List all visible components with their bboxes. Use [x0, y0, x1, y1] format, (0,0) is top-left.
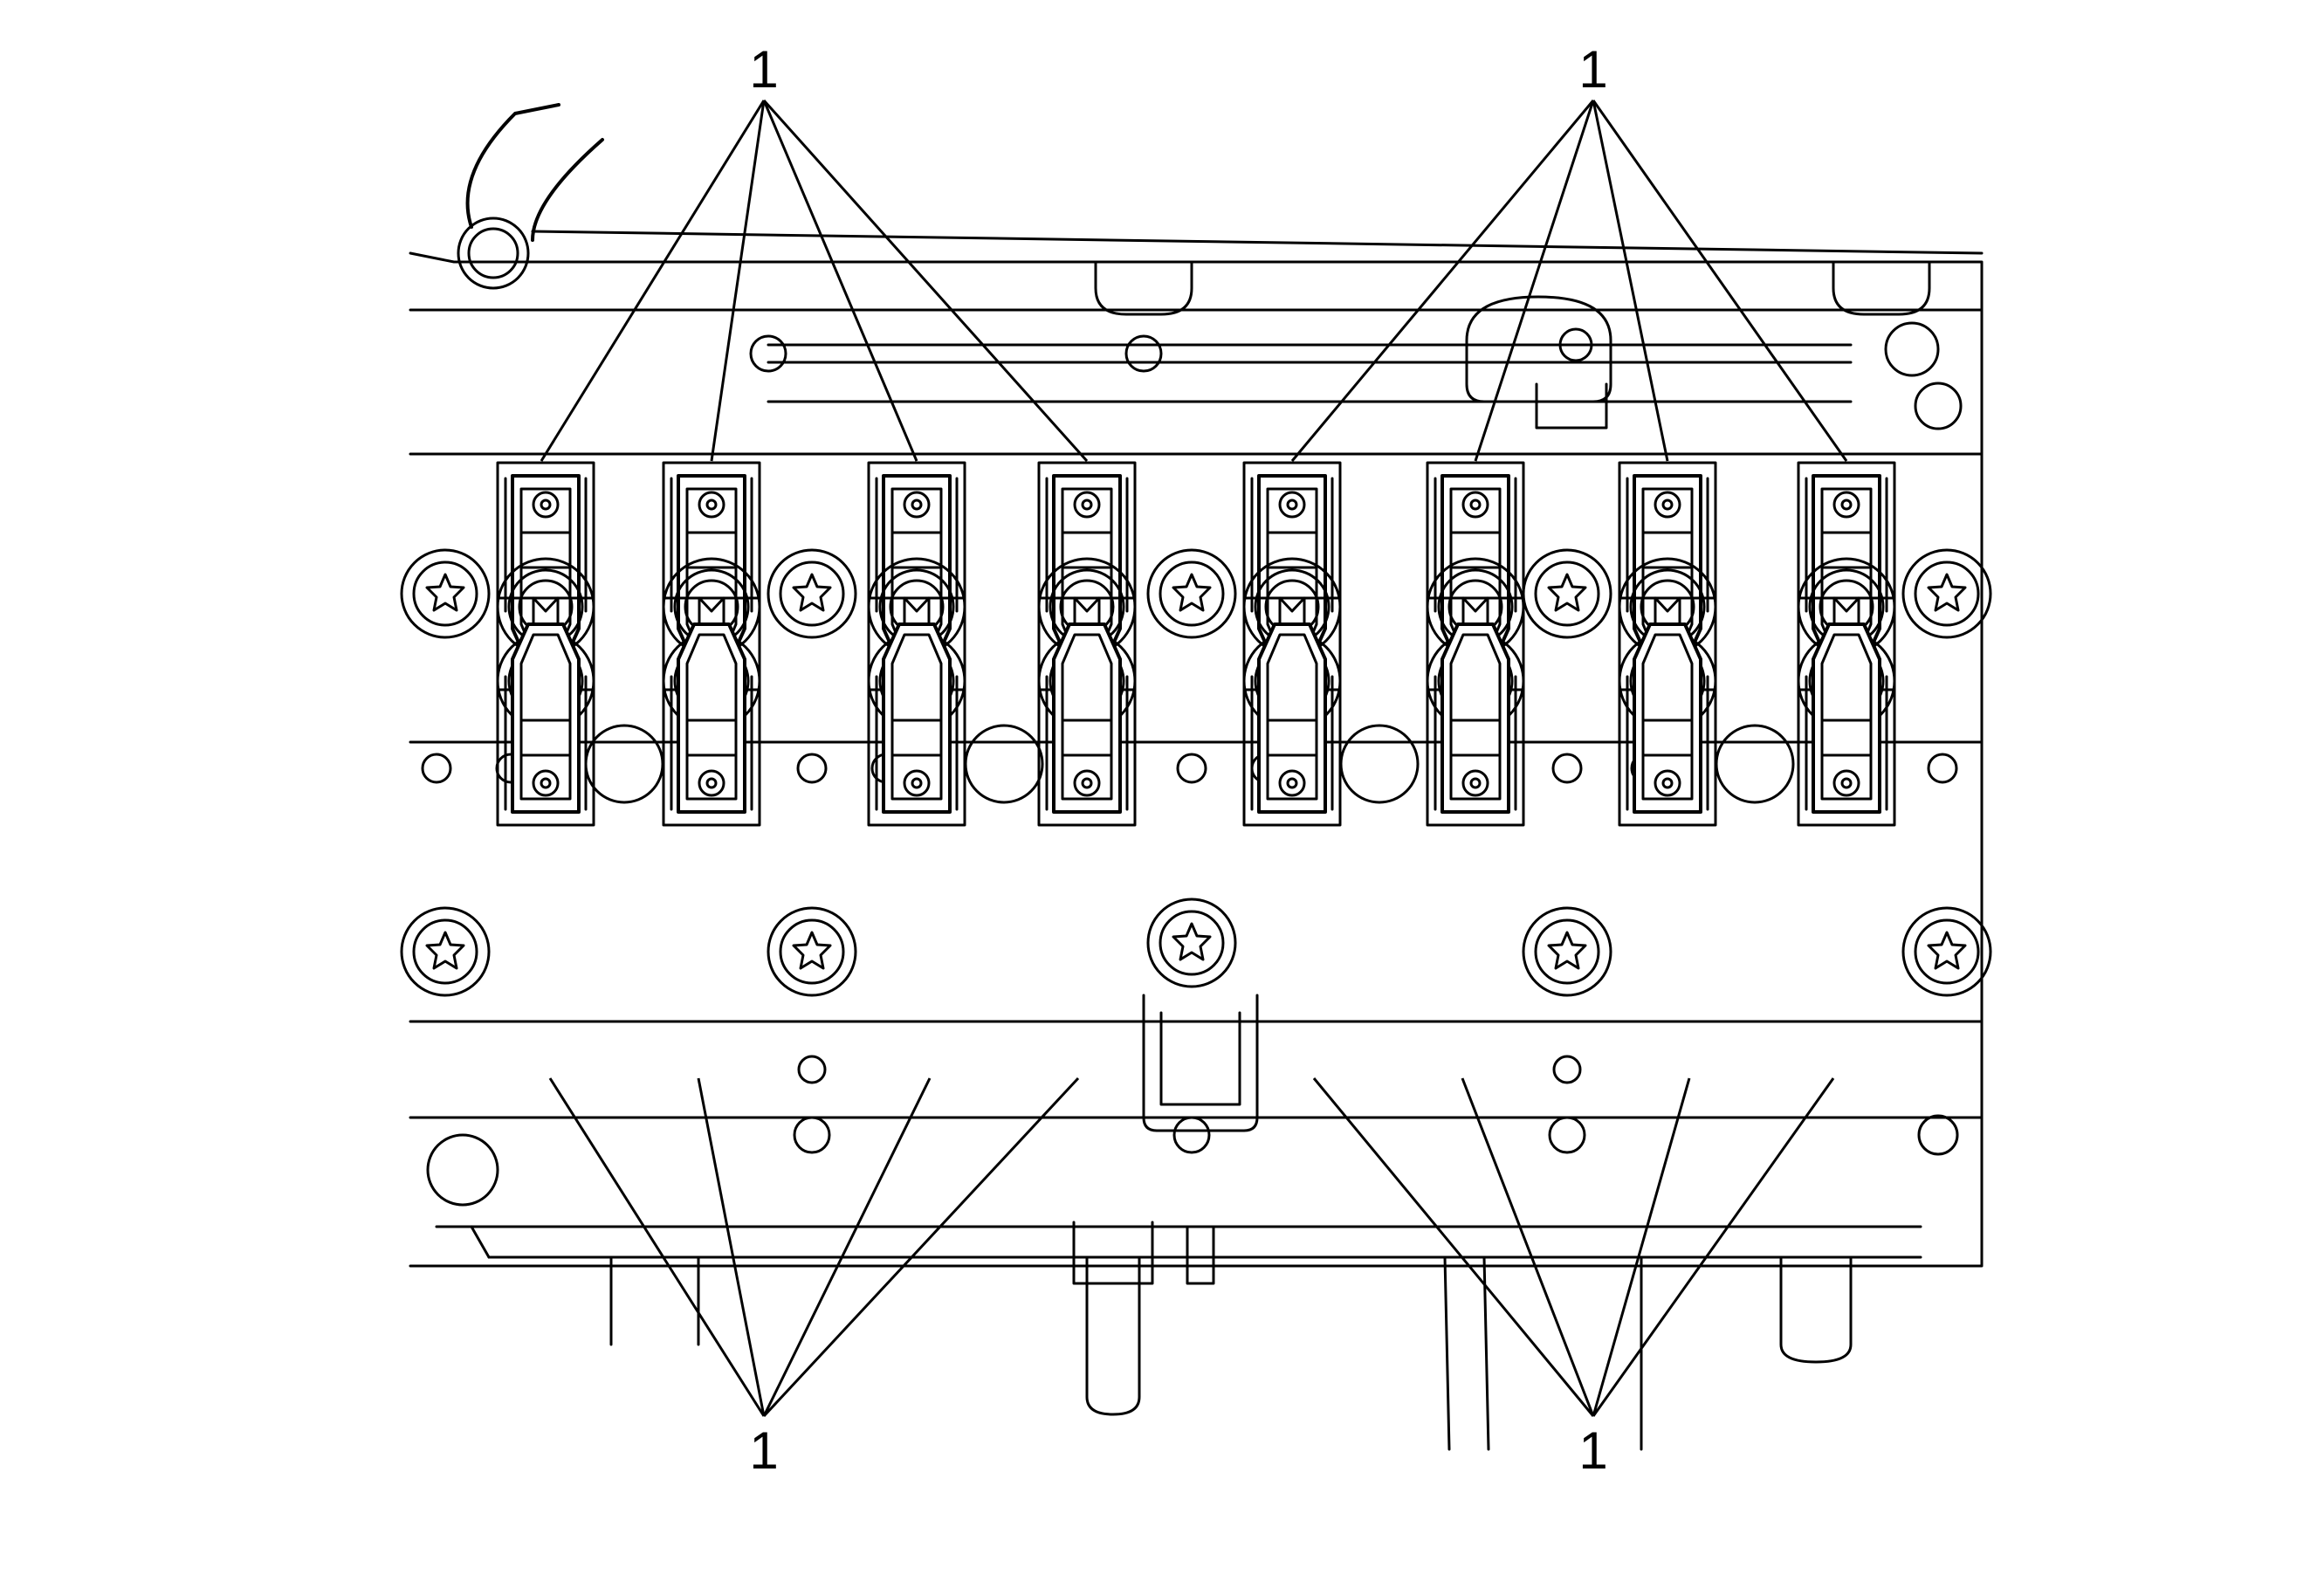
roller-finger-follower	[1618, 557, 1717, 827]
callout-labels: 1 1 1 1	[749, 40, 1607, 1480]
leader-line	[762, 99, 1089, 463]
roller-finger-follower	[867, 557, 966, 827]
torx-bolt-icon	[1146, 548, 1237, 639]
upper-camshaft-cap-bolts	[400, 548, 1992, 639]
roller-finger-follower	[662, 557, 761, 827]
torx-bolt-icon	[1146, 898, 1237, 988]
leader-line	[1474, 100, 1595, 462]
torx-bolt-icon	[1522, 548, 1612, 639]
leader-line	[548, 1077, 766, 1417]
torx-bolt-icon	[767, 906, 857, 997]
leader-line	[762, 100, 918, 462]
torx-bolt-icon	[400, 548, 491, 639]
roller-finger-follower	[1426, 557, 1525, 827]
leader-line	[1592, 100, 1848, 462]
torx-bolt-icon	[1901, 548, 1992, 639]
callout-label-bottom-right: 1	[1578, 1421, 1607, 1480]
callout-label-top-right: 1	[1578, 40, 1607, 99]
leader-line	[1592, 100, 1669, 462]
roller-finger-follower	[496, 557, 595, 827]
callout-label-top-left: 1	[749, 40, 778, 99]
lower-camshaft-cap-bolts	[400, 898, 1992, 997]
leader-line	[540, 100, 766, 462]
leader-line	[1592, 1077, 1691, 1417]
leader-line	[697, 1077, 766, 1417]
torx-bolt-icon	[1522, 906, 1612, 997]
torx-bolt-icon	[1901, 906, 1992, 997]
leader-line	[1461, 1077, 1595, 1417]
leader-line	[762, 1077, 932, 1417]
leader-line	[1592, 1077, 1835, 1417]
leader-line	[762, 1076, 1080, 1418]
torx-bolt-icon	[400, 906, 491, 997]
leader-line	[710, 100, 766, 462]
cylinder-head-outline	[409, 103, 1984, 1451]
leader-line	[1312, 1077, 1595, 1417]
roller-finger-follower	[1037, 557, 1137, 827]
roller-finger-follower	[1242, 557, 1342, 827]
callout-label-bottom-left: 1	[749, 1421, 778, 1480]
callout-leader-lines	[540, 99, 1848, 1418]
roller-finger-follower	[1797, 557, 1896, 827]
lower-roller-followers	[496, 557, 1896, 827]
leader-line	[1290, 100, 1595, 462]
torx-bolt-icon	[767, 548, 857, 639]
